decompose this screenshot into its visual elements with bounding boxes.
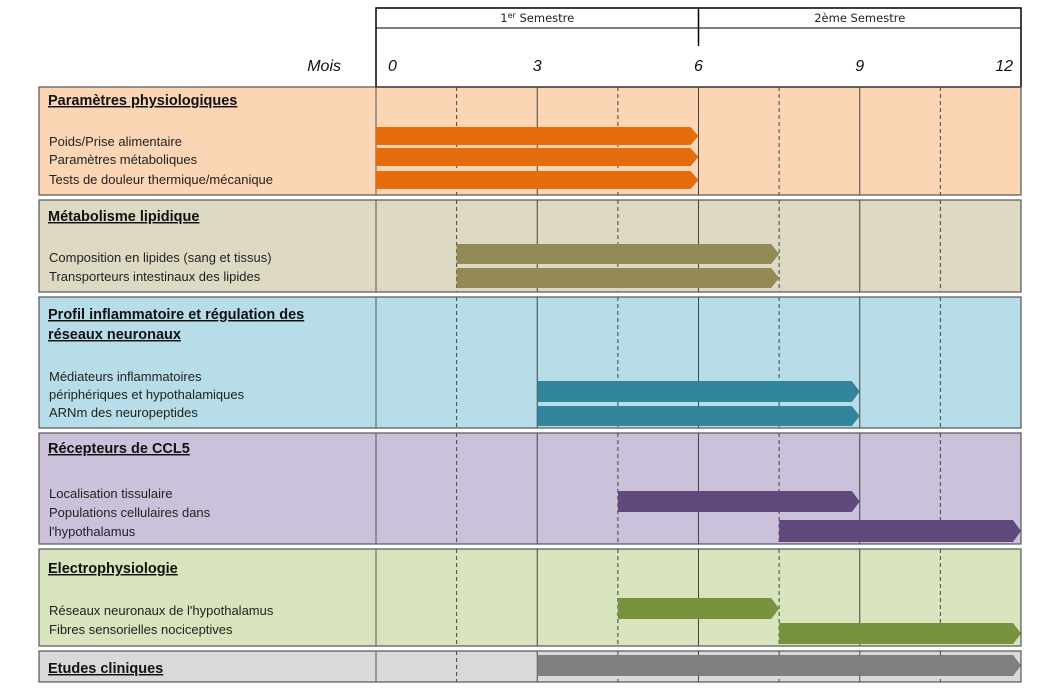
section-title-6: Etudes cliniques [48, 661, 163, 677]
task-bar [617, 491, 860, 512]
task-bar [456, 268, 780, 288]
section-border [38, 432, 1022, 545]
task-label: Populations cellulaires dans [49, 505, 211, 520]
chart-header: 1er Semestre 2ème Semestre 0 3 6 9 12 Mois [307, 7, 1022, 88]
task-bar [537, 406, 860, 426]
section-border [38, 548, 1022, 647]
task-bar [779, 520, 1021, 542]
section-border [38, 296, 1022, 429]
section-borders [38, 86, 1022, 683]
semester-label-1: 1er Semestre [500, 11, 574, 25]
section-title-1: Paramètres physiologiques [48, 93, 237, 109]
section-title-3: Profil inflammatoire et régulation des [48, 307, 304, 323]
task-label: périphériques et hypothalamiques [49, 387, 245, 402]
section-border [38, 650, 1022, 683]
section-title-4: Récepteurs de CCL5 [48, 441, 190, 457]
task-label: Composition en lipides (sang et tissus) [49, 250, 272, 265]
month-tick-label: 9 [855, 58, 864, 75]
task-label: ARNm des neuropeptides [49, 405, 198, 420]
task-label: Médiateurs inflammatoires [49, 369, 202, 384]
section-bg-3 [39, 297, 1021, 428]
semester-label-2: 2ème Semestre [814, 11, 905, 25]
task-label: Localisation tissulaire [49, 486, 173, 501]
x-axis-title: Mois [307, 58, 341, 75]
section-title-3: réseaux neuronaux [48, 327, 181, 343]
month-tick-label: 12 [995, 58, 1013, 75]
task-bar [779, 623, 1021, 644]
task-label: Tests de douleur thermique/mécanique [49, 172, 273, 187]
task-bar [456, 244, 780, 264]
task-bar [376, 171, 699, 189]
month-tick-label: 3 [533, 58, 542, 75]
task-bar [376, 148, 699, 166]
task-label: l'hypothalamus [49, 524, 136, 539]
section-title-2: Métabolisme lipidique [48, 209, 199, 225]
task-label: Fibres sensorielles nociceptives [49, 622, 233, 637]
section-border [38, 199, 1022, 293]
task-label: Réseaux neuronaux de l'hypothalamus [49, 603, 274, 618]
section-border [38, 86, 1022, 196]
section-title-5: Electrophysiologie [48, 561, 178, 577]
task-label: Transporteurs intestinaux des lipides [49, 269, 261, 284]
month-tick-label: 6 [694, 58, 703, 75]
task-label: Paramètres métaboliques [49, 152, 198, 167]
task-bar [537, 381, 860, 402]
month-tick-label: 0 [388, 58, 397, 75]
task-bars [376, 127, 1021, 676]
task-label: Poids/Prise alimentaire [49, 134, 182, 149]
task-bar [617, 598, 780, 619]
task-bar [376, 127, 699, 145]
task-bar [537, 655, 1021, 676]
